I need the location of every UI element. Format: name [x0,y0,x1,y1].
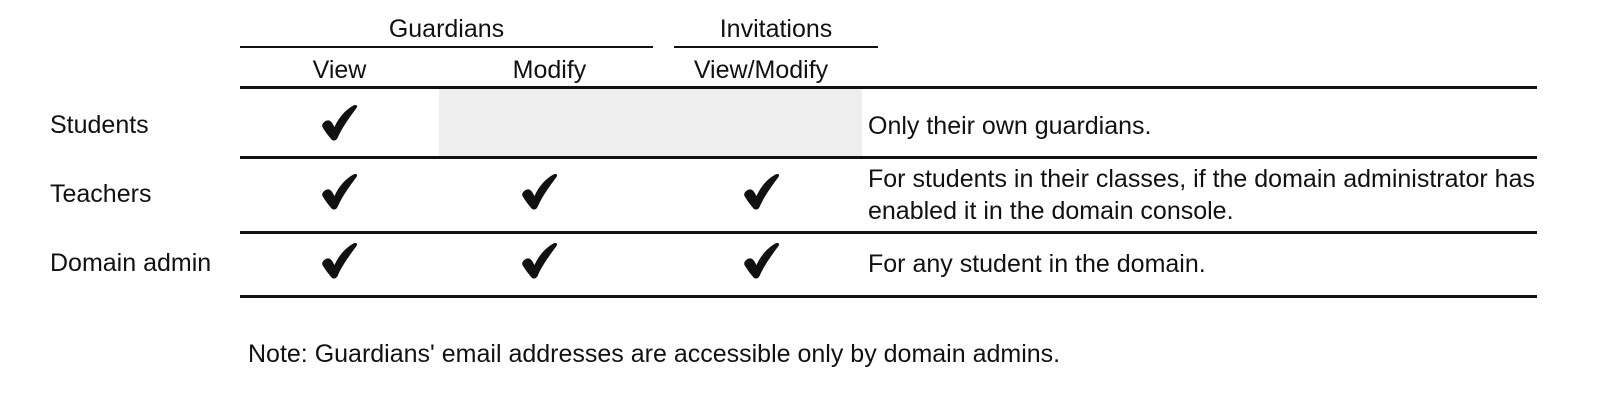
column-header-view: View [312,56,367,84]
table-rule-bottom [240,295,1537,298]
table-rule-after-students [240,156,1537,159]
group-rule-invitations [674,46,878,48]
table-footnote: Note: Guardians' email addresses are acc… [248,340,1061,368]
row-description-students: Only their own guardians. [868,112,1152,140]
check-mark-icon [317,239,363,285]
row-label-domain-admin: Domain admin [50,249,212,277]
column-header-view-modify: View/Modify [693,56,829,84]
check-mark-icon [739,239,785,285]
table-rule-header-bottom [240,86,1537,89]
group-rule-guardians [240,46,653,48]
check-mark-icon [517,239,563,285]
cell-students-modify-unavailable [439,89,862,156]
row-description-teachers: For students in their classes, if the do… [868,165,1535,225]
check-mark-icon [517,170,563,216]
check-mark-icon [317,170,363,216]
check-mark-icon [739,170,785,216]
column-group-label-guardians: Guardians [388,15,505,43]
row-label-students: Students [50,111,149,139]
row-description-domain-admin: For any student in the domain. [868,250,1206,278]
column-group-label-invitations: Invitations [719,15,833,43]
column-header-modify: Modify [512,56,587,84]
table-rule-after-teachers [240,231,1537,234]
row-label-teachers: Teachers [50,180,152,208]
check-mark-icon [317,101,363,147]
